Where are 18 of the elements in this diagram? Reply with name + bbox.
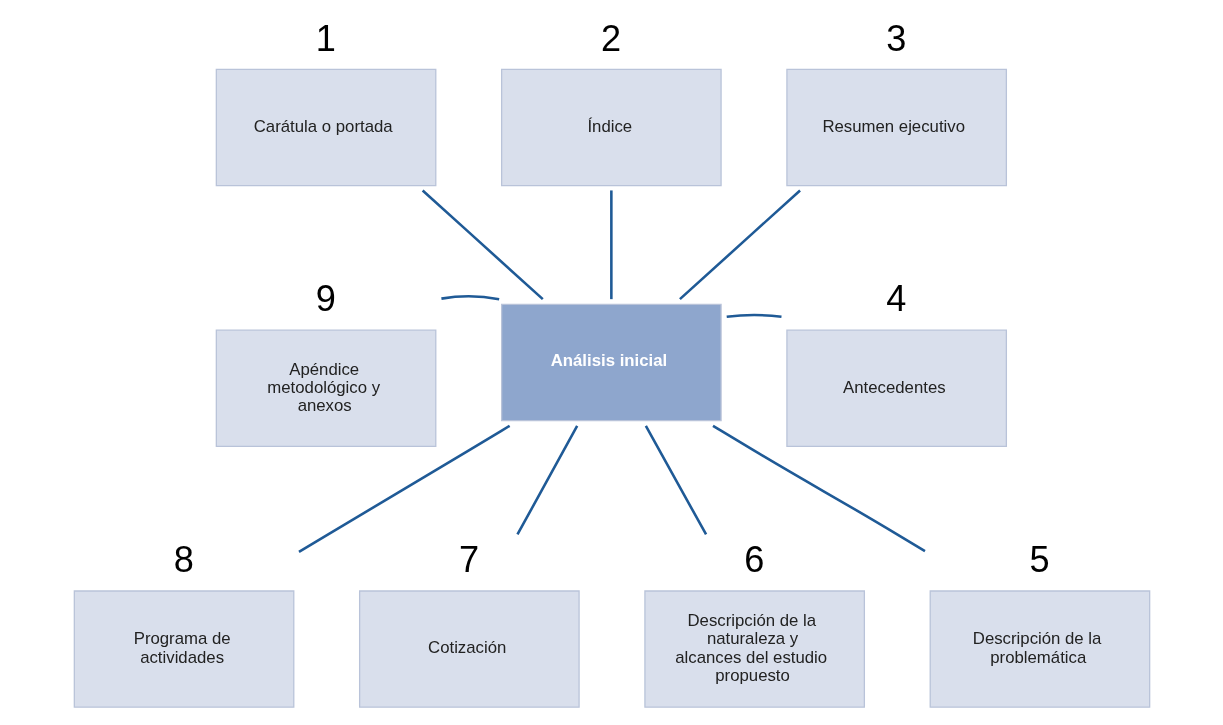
node-label: 2: [600, 17, 621, 59]
node-label: 6: [743, 539, 764, 581]
connector: [644, 425, 707, 536]
connector: [726, 313, 782, 319]
connector: [515, 425, 578, 536]
node-label: 1: [315, 17, 336, 59]
node-label: 5: [1029, 539, 1050, 581]
node-label: 8: [173, 539, 194, 581]
node-label: 3: [885, 17, 906, 59]
node-label: 9: [315, 278, 336, 320]
connector: [678, 189, 801, 301]
node-label: 4: [885, 278, 906, 320]
connector: [609, 190, 613, 300]
node-label: 7: [458, 539, 479, 581]
connector: [421, 189, 544, 301]
connector: [711, 424, 926, 553]
connector: [440, 294, 499, 301]
connector: [297, 424, 510, 554]
